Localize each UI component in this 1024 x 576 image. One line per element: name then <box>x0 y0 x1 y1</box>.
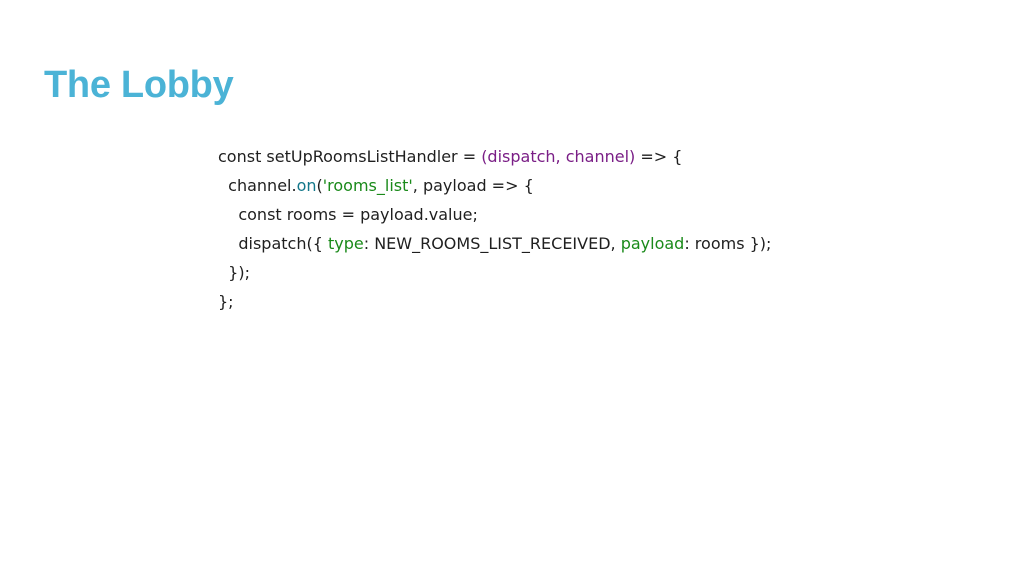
code-token-plain: => { <box>635 147 683 166</box>
code-token-property: payload <box>620 234 685 253</box>
code-token-plain: ( <box>316 176 323 195</box>
code-token-string: 'rooms_list' <box>322 176 413 195</box>
code-line: }); <box>218 258 771 287</box>
code-token-param: (dispatch, channel) <box>481 147 636 166</box>
slide-title: The Lobby <box>44 64 234 106</box>
code-token-plain: const rooms = payload.value; <box>218 205 478 224</box>
code-token-plain: channel. <box>218 176 297 195</box>
code-line: dispatch({ type: NEW_ROOMS_LIST_RECEIVED… <box>218 229 771 258</box>
code-line: }; <box>218 287 771 316</box>
code-token-plain: , payload => { <box>412 176 534 195</box>
code-token-property: type <box>327 234 364 253</box>
code-token-plain: const setUpRoomsListHandler = <box>218 147 482 166</box>
code-token-plain: dispatch({ <box>218 234 328 253</box>
code-block: const setUpRoomsListHandler = (dispatch,… <box>218 142 771 316</box>
code-token-method: on <box>296 176 317 195</box>
code-token-plain: : rooms }); <box>684 234 772 253</box>
code-token-plain: }; <box>218 292 234 311</box>
code-line: const setUpRoomsListHandler = (dispatch,… <box>218 142 771 171</box>
code-token-plain: }); <box>218 263 250 282</box>
code-line: const rooms = payload.value; <box>218 200 771 229</box>
code-line: channel.on('rooms_list', payload => { <box>218 171 771 200</box>
code-token-plain: : NEW_ROOMS_LIST_RECEIVED, <box>363 234 621 253</box>
